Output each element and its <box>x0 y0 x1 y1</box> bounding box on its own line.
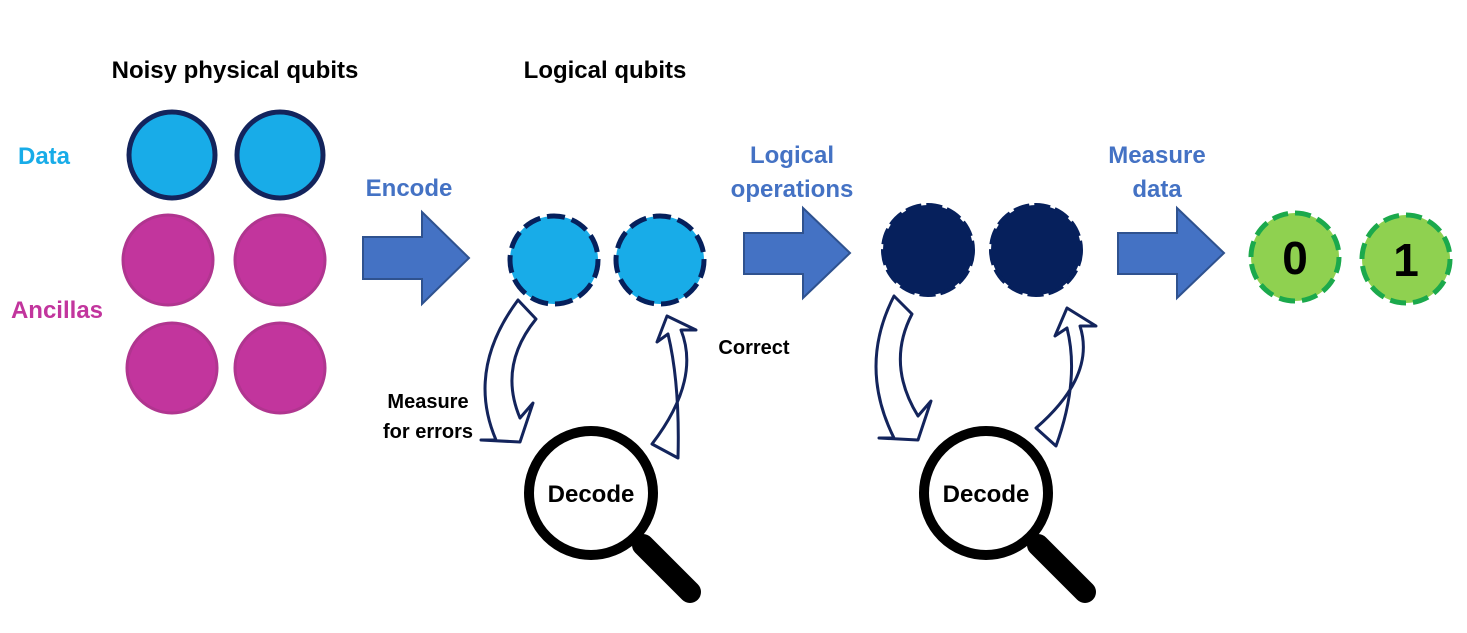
output-bit-0-label: 0 <box>1282 232 1308 284</box>
magnifier-lens <box>919 426 1053 560</box>
ancilla-qubit <box>121 213 215 307</box>
operated-logical-qubit <box>989 203 1083 297</box>
magnifier-lens <box>524 426 658 560</box>
decode-label: Decode <box>548 481 635 508</box>
step-label-measure-line2: data <box>1132 176 1182 203</box>
heading-logical-qubits: Logical qubits <box>524 57 687 84</box>
ancilla-qubit <box>125 321 219 415</box>
physical-data-qubit <box>234 109 326 201</box>
logical-qubit <box>613 213 707 307</box>
output-bit-1 <box>1359 212 1453 306</box>
decoder-magnifier: Decode <box>524 426 701 603</box>
step-label-measure-line1: Measure <box>1108 142 1205 169</box>
loop-label-correct: Correct <box>718 337 789 359</box>
row-label-data: Data <box>18 143 71 170</box>
heading-physical-qubits: Noisy physical qubits <box>112 57 359 84</box>
decoder-magnifier: Decode <box>919 426 1096 603</box>
encode-arrow <box>362 209 471 307</box>
ancilla-qubit <box>233 321 327 415</box>
logical-operations-arrow <box>743 205 852 301</box>
measure-errors-arrow <box>479 298 538 444</box>
step-label-logical-line2: operations <box>731 176 854 203</box>
physical-data-qubit <box>126 109 218 201</box>
output-bit-1-label: 1 <box>1393 234 1419 286</box>
ancilla-qubit <box>233 213 327 307</box>
output-bit-0 <box>1248 210 1342 304</box>
measure-data-arrow <box>1117 205 1226 301</box>
loop-label-measure-line1: Measure <box>387 391 468 413</box>
magnifier-handle <box>632 534 701 603</box>
loop-label-measure-line2: for errors <box>383 421 473 443</box>
logical-qubit <box>507 213 601 307</box>
operated-logical-qubit <box>881 203 975 297</box>
correct-arrow <box>1034 306 1098 448</box>
decode-label: Decode <box>943 481 1030 508</box>
correct-arrow <box>650 314 698 460</box>
magnifier-handle <box>1027 534 1096 603</box>
measure-errors-arrow <box>874 294 933 442</box>
step-label-logical-line1: Logical <box>750 142 834 169</box>
row-label-ancillas: Ancillas <box>11 297 103 324</box>
step-label-encode: Encode <box>366 175 453 202</box>
